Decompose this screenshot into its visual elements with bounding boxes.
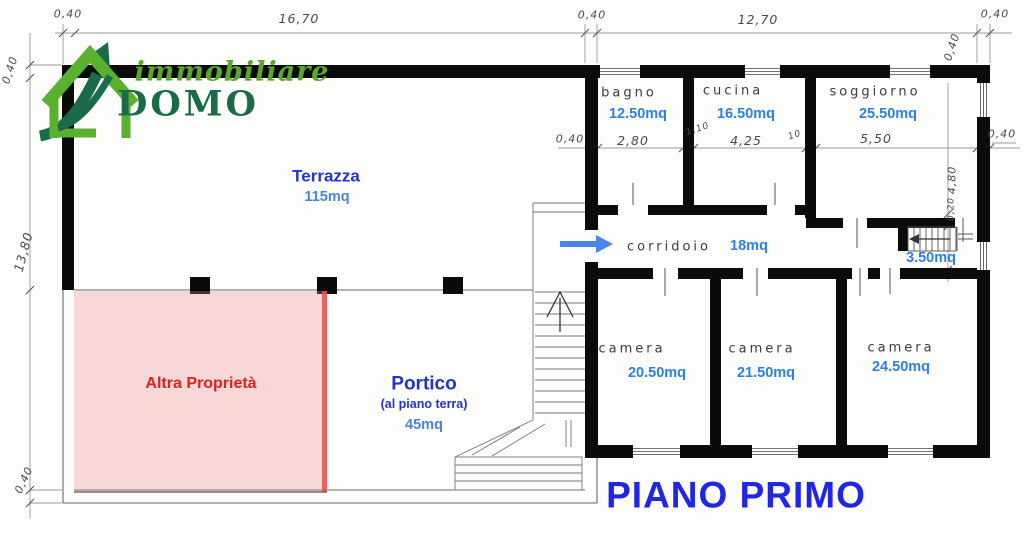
- room-area-cucina: 16.50mq: [716, 105, 776, 122]
- room-area-corridoio: 18mq: [730, 237, 768, 254]
- dim-wall-thickness: 0,20: [946, 196, 957, 222]
- entrance-arrow-icon: [560, 235, 613, 253]
- dim-soggiorno-width: 5,50: [860, 130, 892, 146]
- logo-brand-top: immobiliare: [134, 56, 330, 88]
- terrazza-title: Terrazza: [292, 166, 360, 186]
- room-area-stairwell: 3.50mq: [906, 249, 956, 266]
- dim-mid-wall: 0,40: [577, 8, 607, 22]
- terrazza-area: 115mq: [304, 188, 350, 205]
- dim-top-right: 0,40: [980, 7, 1010, 21]
- room-area-soggiorno: 25.50mq: [858, 105, 918, 122]
- altra-proprieta-area: [74, 291, 327, 493]
- room-name-cucina: cucina: [702, 83, 764, 99]
- room-area-camera3: 24.50mq: [871, 358, 931, 375]
- room-name-camera3: camera: [867, 340, 935, 356]
- altra-proprieta-label: Altra Proprietà: [145, 375, 257, 392]
- dim-terrace-width: 16,70: [278, 10, 320, 26]
- dim-cucina-width: 4,25: [730, 132, 762, 148]
- room-area-camera2: 21.50mq: [736, 364, 796, 381]
- logo-house-icon: [38, 42, 139, 142]
- stair-up-arrow-icon: [546, 290, 574, 332]
- room-area-bagno: 12.50mq: [608, 105, 668, 122]
- portico-title: Portico: [391, 373, 457, 395]
- room-name-camera1: camera: [598, 341, 666, 357]
- plan-title: PIANO PRIMO: [606, 474, 866, 516]
- dim-building-width: 12,70: [737, 11, 779, 27]
- room-area-camera1: 20.50mq: [627, 364, 687, 381]
- room-name-bagno: bagno: [601, 85, 657, 101]
- room-name-soggiorno: soggiorno: [829, 84, 921, 100]
- dim-right-wall: 0,40: [987, 127, 1017, 141]
- dim-bagno-width: 2,80: [617, 132, 649, 148]
- logo-brand-bottom: DOMO: [116, 83, 260, 125]
- dim-soggiorno-depth: 4,80: [945, 165, 959, 195]
- dim-left-wall: 0,40: [555, 132, 585, 146]
- room-name-corridoio: corridoio: [627, 239, 711, 255]
- dim-top-left: 0,40: [53, 7, 83, 21]
- room-name-camera2: camera: [728, 341, 796, 357]
- portico-area: 45mq: [405, 416, 443, 433]
- portico-note: (al piano terra): [380, 396, 468, 411]
